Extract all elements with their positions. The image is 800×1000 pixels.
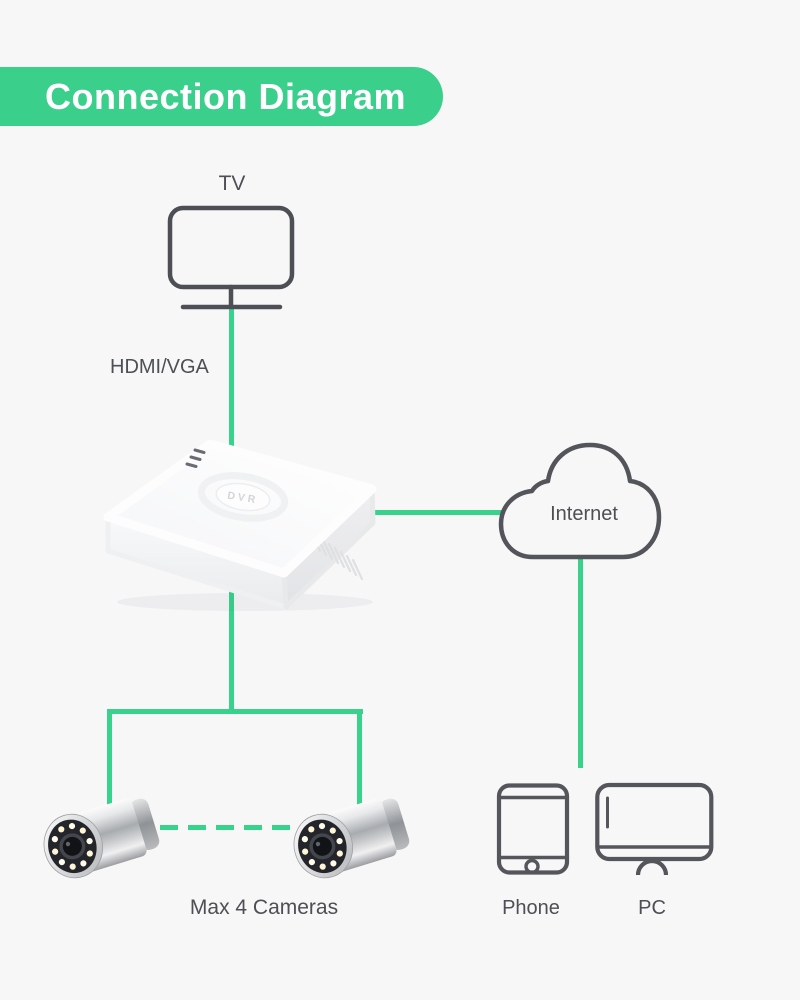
line-internet-to-devices <box>578 553 583 768</box>
tv-icon <box>167 205 295 310</box>
camera-left <box>40 792 170 892</box>
phone-screen-lines <box>499 795 567 860</box>
line-dvr-to-split <box>229 588 234 714</box>
line-split-to-left-camera <box>107 709 112 809</box>
dvr-status-leds <box>185 448 206 468</box>
connection-header: Connection Diagram <box>0 67 443 126</box>
camera-right <box>290 792 420 892</box>
cable-label-hdmi-vga: HDMI/VGA <box>110 356 209 378</box>
phone-label: Phone <box>502 897 560 919</box>
tv-label: TV <box>218 172 246 195</box>
dvr-logo-disc <box>215 482 271 512</box>
line-tv-to-dvr <box>229 308 234 454</box>
internet-label: Internet <box>550 503 618 525</box>
pc-stand <box>635 858 669 876</box>
dvr-logo-text: DVR <box>227 490 260 507</box>
pc-label: PC <box>638 897 666 919</box>
page-title: Connection Diagram <box>45 75 407 117</box>
line-split-to-right-camera <box>357 709 362 805</box>
line-camera-to-camera-dashed <box>160 825 316 830</box>
cameras-label: Max 4 Cameras <box>189 896 339 919</box>
cloud-outline <box>498 442 662 560</box>
line-dvr-to-internet <box>372 510 502 515</box>
dvr-device: DVR <box>103 439 377 611</box>
phone-icon <box>496 783 570 875</box>
line-split-horizontal <box>107 709 363 714</box>
dvr-logo-ring <box>197 472 289 522</box>
pc-monitor <box>595 782 714 862</box>
tv-stand <box>180 284 283 310</box>
internet-cloud-icon <box>498 442 662 560</box>
pc-icon <box>595 782 714 876</box>
tv-screen <box>167 205 295 290</box>
dvr-shadow <box>117 593 373 611</box>
phone-home-button <box>524 858 540 875</box>
